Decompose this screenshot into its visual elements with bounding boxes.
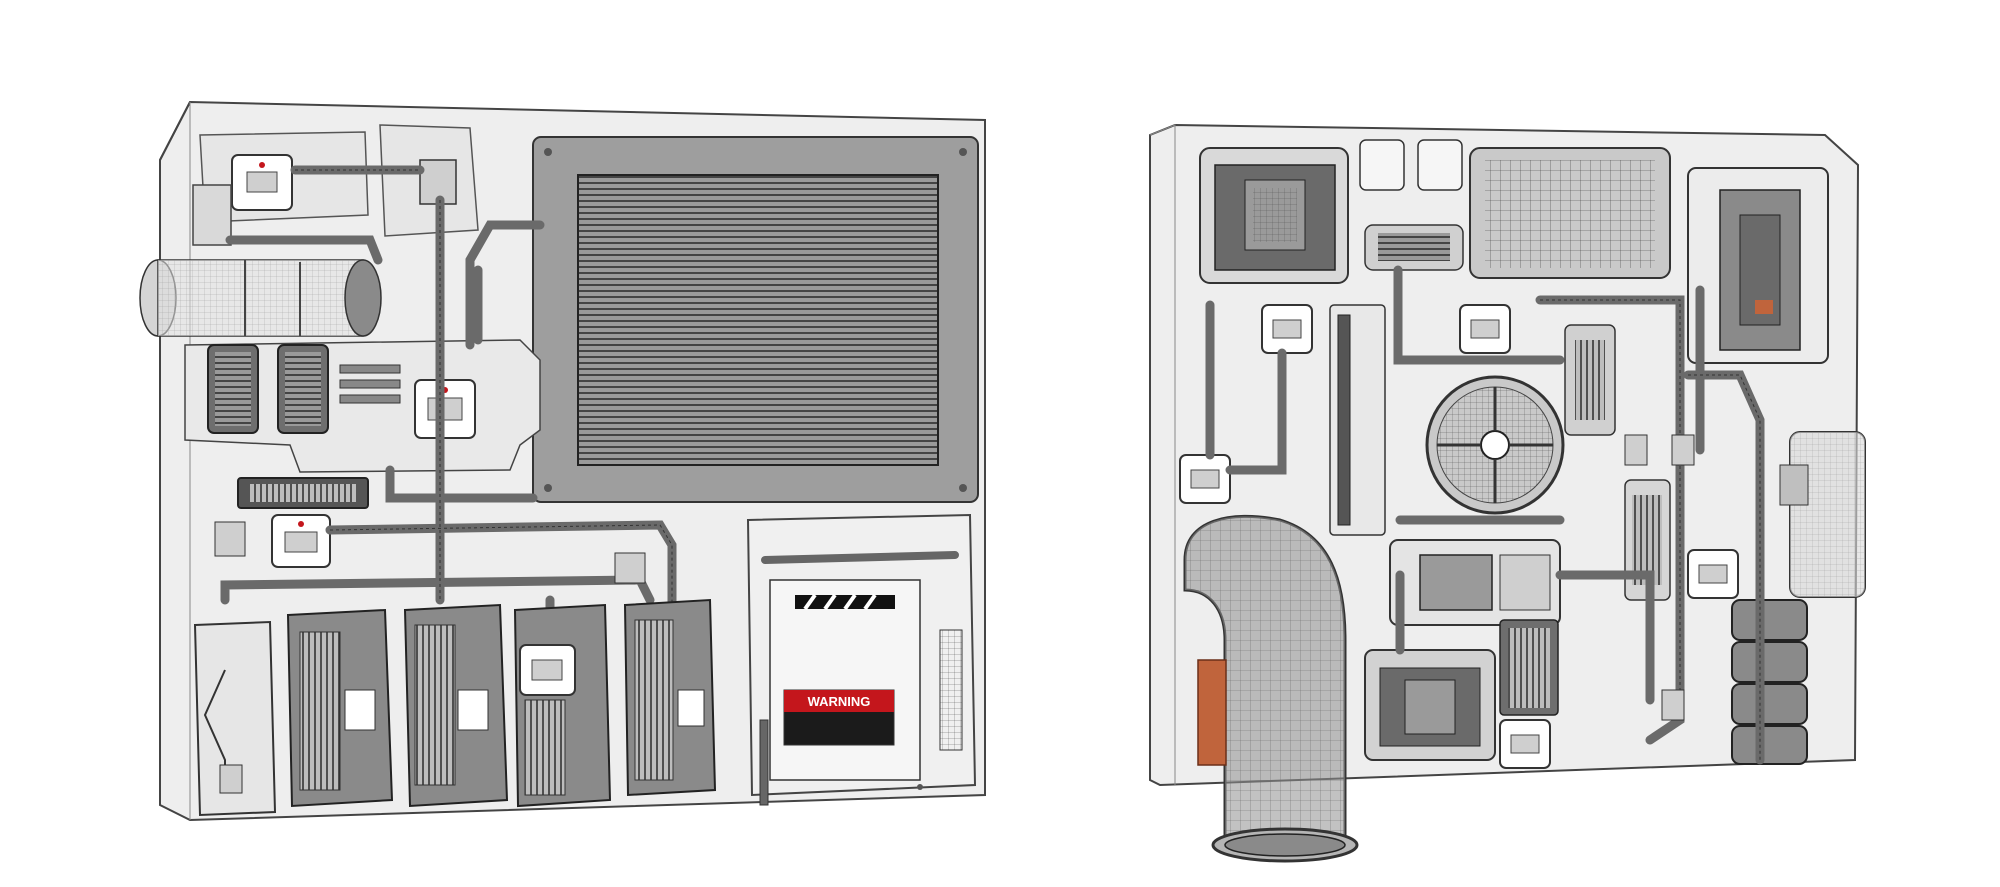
cylinder-tank	[139, 259, 382, 337]
exhaust-fan	[1425, 375, 1565, 515]
warning-sign-text: WARNING	[808, 694, 871, 709]
filter-modules-bottom	[193, 598, 717, 817]
large-radiator-vent	[532, 136, 979, 503]
connector-block-left	[271, 514, 331, 568]
stacked-coolers	[1731, 599, 1808, 765]
right-wall-panel	[1149, 123, 1866, 863]
connector-block-r4	[1687, 549, 1739, 599]
motor-housing-bottom	[1364, 649, 1496, 761]
motor-housing-top	[1199, 147, 1349, 284]
warning-hatch: WARNING	[746, 513, 977, 806]
side-cylinder	[1779, 431, 1866, 598]
connector-block-r3	[1179, 454, 1231, 504]
connector-block-top	[231, 154, 293, 211]
connector-block-r5	[1499, 719, 1551, 769]
elbow-duct	[1183, 514, 1359, 863]
connector-block-center	[414, 379, 476, 439]
top-radiator	[1469, 147, 1671, 279]
tall-cabinet	[1687, 167, 1829, 364]
connector-block-r2	[1459, 304, 1511, 354]
connector-block-r1	[1261, 304, 1313, 354]
left-wall-panel: WARNING	[139, 100, 986, 822]
